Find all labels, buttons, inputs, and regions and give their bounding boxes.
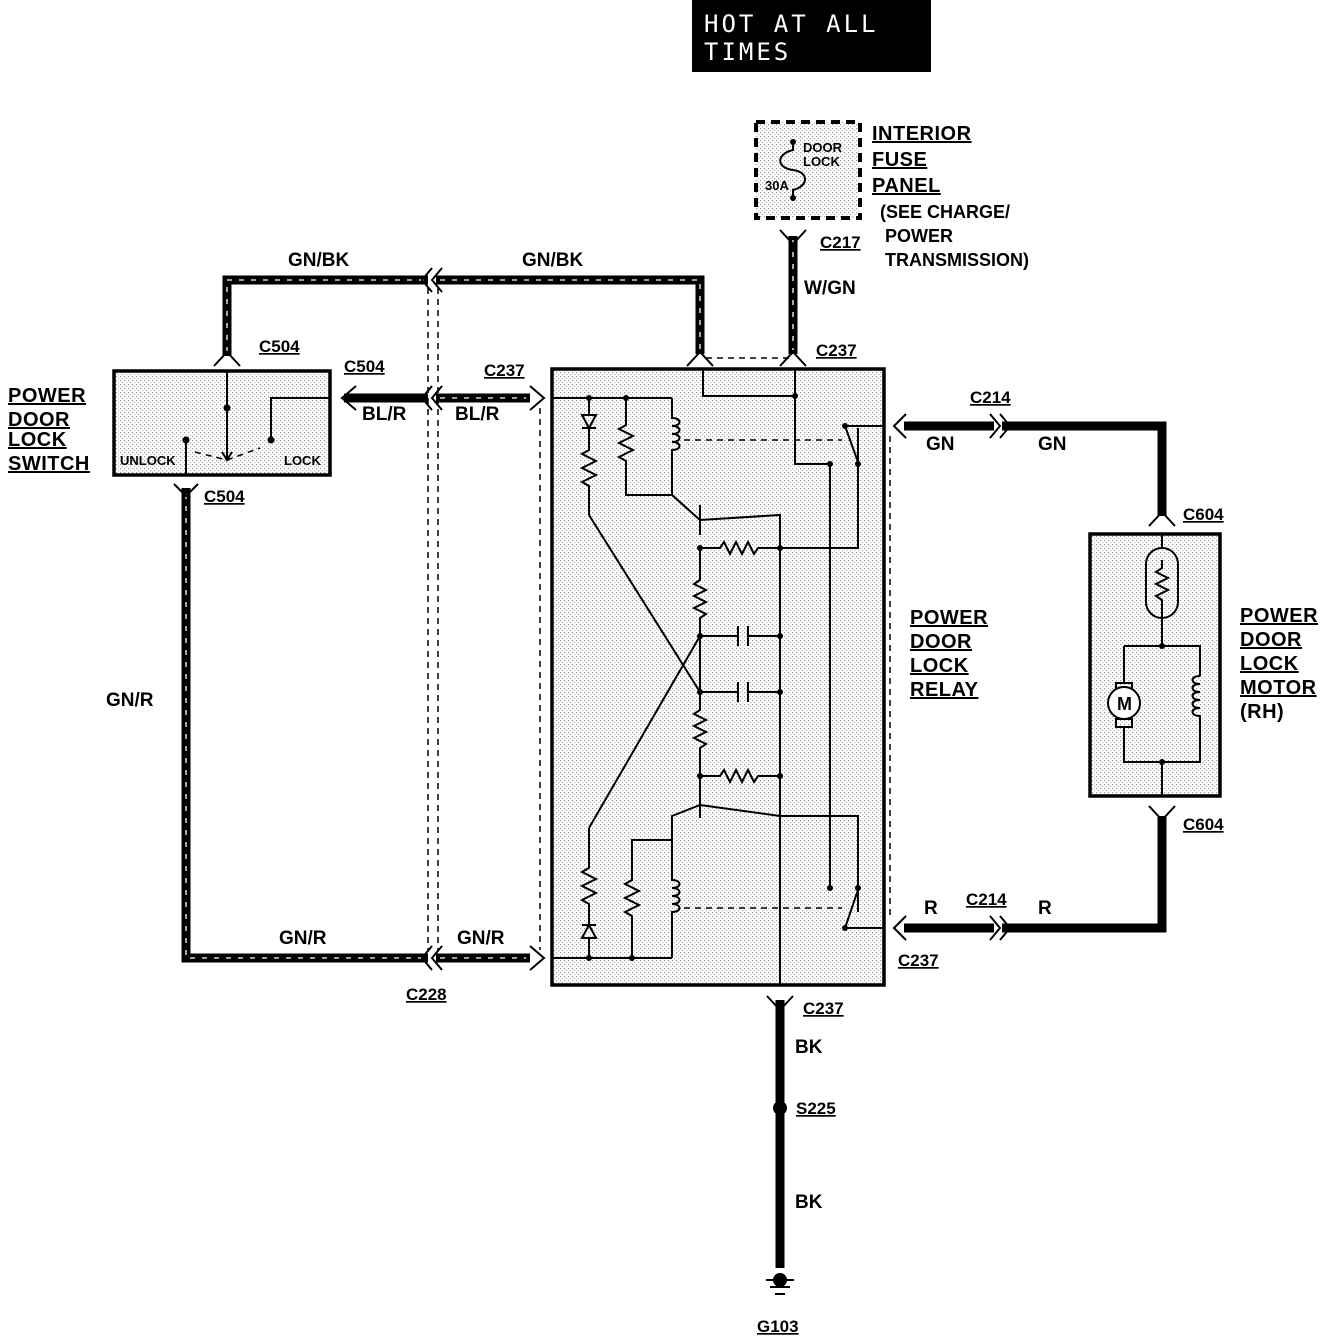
motor-title-2: DOOR <box>1240 629 1302 651</box>
fuse-name-line-1: DOOR <box>803 140 843 155</box>
relay-title-3: LOCK <box>910 655 969 677</box>
switch-unlock-label: UNLOCK <box>120 453 176 468</box>
connector-c604-top: C604 <box>1183 505 1224 524</box>
motor-title-1: POWER <box>1240 605 1318 627</box>
splice-label-s225: S225 <box>796 1099 836 1118</box>
ground-symbol <box>766 1273 794 1295</box>
connector-c237-top: C237 <box>816 341 857 360</box>
wire-label-gn-left: GN <box>926 434 955 455</box>
fuse-panel-note-3: TRANSMISSION) <box>885 250 1029 270</box>
wire-label-bk-lower: BK <box>795 1192 823 1213</box>
wire-label-gn-bk-right: GN/BK <box>522 250 584 271</box>
wire-label-w-gn: W/GN <box>804 278 856 299</box>
fuse-panel-box <box>754 120 862 220</box>
connector-c228: C228 <box>406 985 447 1004</box>
connector-c214-bottom: C214 <box>966 890 1007 909</box>
splice-s225 <box>773 1101 787 1115</box>
relay-title-2: DOOR <box>910 631 972 653</box>
fuse-name-line-2: LOCK <box>803 154 840 169</box>
connector-c504-right: C504 <box>344 357 385 376</box>
wire-label-r-left: R <box>924 898 938 919</box>
hot-at-all-times-banner: HOT AT ALL TIMES <box>692 0 931 72</box>
wire-label-gn-r-vertical: GN/R <box>106 690 154 711</box>
wire-label-bl-r-right: BL/R <box>455 404 500 425</box>
switch-title-1: POWER <box>8 385 86 407</box>
connector-c214-top: C214 <box>970 388 1011 407</box>
fuse-rating: 30A <box>765 178 789 193</box>
wire-label-gn-right: GN <box>1038 434 1067 455</box>
connector-c237-bottom: C237 <box>803 999 844 1018</box>
banner-line-2: TIMES <box>704 38 791 66</box>
motor-side: (RH) <box>1240 701 1284 723</box>
wire-label-bk-upper: BK <box>795 1037 823 1058</box>
shield-dashes <box>427 288 891 950</box>
connector-c604-bottom: C604 <box>1183 815 1224 834</box>
switch-title-2: DOOR <box>8 409 70 431</box>
relay-title-1: POWER <box>910 607 988 629</box>
connector-c504-bottom: C504 <box>204 487 245 506</box>
switch-title-4: SWITCH <box>8 453 90 475</box>
connector-symbols <box>173 229 1176 1012</box>
power-door-lock-switch: UNLOCK LOCK POWER DOOR LOCK SWITCH <box>8 369 332 477</box>
motor-title-4: MOTOR <box>1240 677 1317 699</box>
motor-symbol-label: M <box>1117 694 1132 714</box>
fuse-panel-note-2: POWER <box>885 226 953 246</box>
power-door-lock-relay <box>550 367 886 987</box>
wire-gn-r-left <box>181 488 428 963</box>
connector-c217: C217 <box>820 233 861 252</box>
wire-r-right <box>1002 816 1167 933</box>
wire-label-gn-r-bottom-right: GN/R <box>457 928 505 949</box>
connector-c504-top: C504 <box>259 337 300 356</box>
connector-c237-left: C237 <box>484 361 525 380</box>
wire-gn-bk-left <box>222 275 428 356</box>
power-door-lock-motor: M <box>1088 532 1222 798</box>
fuse-panel-title-3: PANEL <box>872 175 941 197</box>
motor-box <box>1088 532 1222 798</box>
fuse-panel-note-1: (SEE CHARGE/ <box>880 202 1010 222</box>
fuse-panel-title-2: FUSE <box>872 149 927 171</box>
wire-label-r-right: R <box>1038 898 1052 919</box>
fuse-panel-title-1: INTERIOR <box>872 123 972 145</box>
wires <box>181 236 1167 1268</box>
wire-label-gn-bk-left: GN/BK <box>288 250 350 271</box>
wire-gn-bk-right <box>436 275 705 354</box>
switch-title-3: LOCK <box>8 429 67 451</box>
wire-label-gn-r-bottom-left: GN/R <box>279 928 327 949</box>
wire-gn-right <box>1002 421 1167 516</box>
relay-title-4: RELAY <box>910 679 979 701</box>
fuse-symbol <box>779 140 806 198</box>
interior-fuse-panel: DOOR LOCK 30A INTERIOR FUSE PANEL (SEE C… <box>754 120 1029 270</box>
wire-label-bl-r-left: BL/R <box>362 404 407 425</box>
relay-box <box>550 367 886 987</box>
switch-lock-label: LOCK <box>284 453 321 468</box>
switch-box <box>112 369 332 477</box>
banner-line-1: HOT AT ALL <box>704 10 879 38</box>
ground-label-g103: G103 <box>757 1317 799 1336</box>
connector-c237-right: C237 <box>898 951 939 970</box>
motor-title-3: LOCK <box>1240 653 1299 675</box>
